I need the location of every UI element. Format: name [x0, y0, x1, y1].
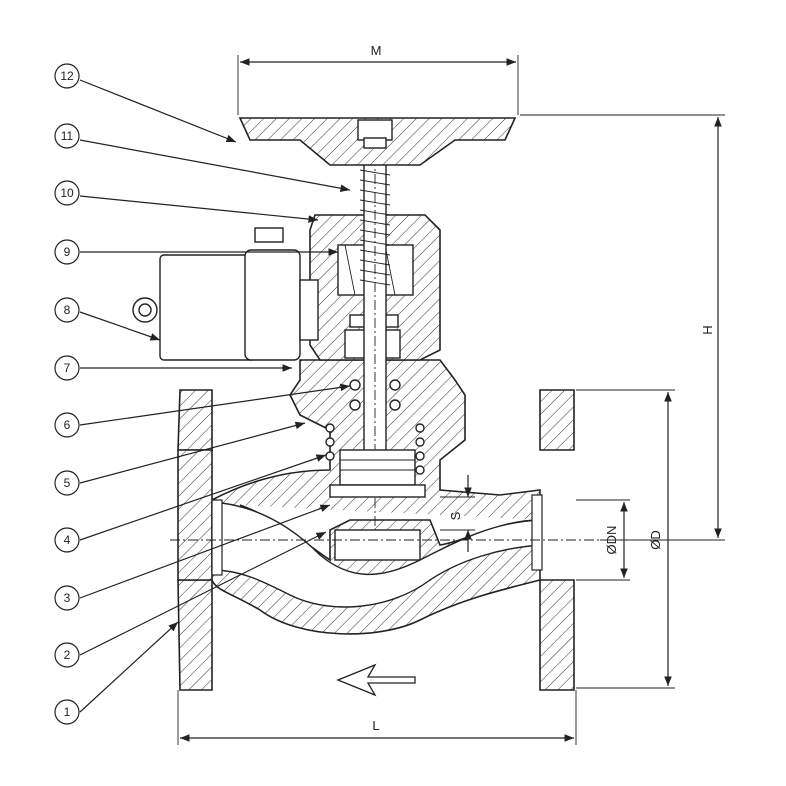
callout-2: 2 — [54, 642, 80, 668]
callout-7: 7 — [54, 355, 80, 381]
callout-11: 11 — [54, 123, 80, 149]
callout-3: 3 — [54, 585, 80, 611]
callout-4: 4 — [54, 527, 80, 553]
flow-arrow-icon — [336, 663, 416, 697]
callout-12-label: 12 — [60, 69, 74, 83]
callout-6-label: 6 — [64, 418, 71, 432]
callout-5-label: 5 — [64, 476, 71, 490]
callout-4-label: 4 — [64, 533, 71, 547]
callout-9-label: 9 — [64, 245, 71, 259]
dim-s-label: S — [448, 511, 463, 520]
callout-11-label: 11 — [61, 129, 74, 143]
callout-8-label: 8 — [64, 303, 71, 317]
callout-6: 6 — [54, 412, 80, 438]
callout-2-label: 2 — [64, 648, 71, 662]
callout-1: 1 — [54, 699, 80, 725]
callout-10-label: 10 — [60, 186, 74, 200]
callout-12: 12 — [54, 63, 80, 89]
gland-seals — [325, 379, 425, 475]
lock-actuator — [132, 227, 319, 361]
dim-l-label: L — [372, 718, 379, 733]
callout-7-label: 7 — [64, 361, 71, 375]
dim-m-label: M — [371, 43, 382, 58]
callouts: 12 11 10 9 8 7 6 5 4 3 2 1 — [54, 63, 351, 725]
dim-h-label: H — [700, 325, 715, 334]
callout-5: 5 — [54, 470, 80, 496]
disc-seat — [329, 449, 426, 561]
callout-10: 10 — [54, 180, 80, 206]
callout-3-label: 3 — [64, 591, 71, 605]
dim-dn-label: ØDN — [604, 526, 619, 555]
callout-1-label: 1 — [64, 705, 71, 719]
dim-d-label: ØD — [648, 530, 663, 550]
callout-8: 8 — [54, 297, 80, 323]
handwheel — [238, 117, 517, 166]
dimension-lines — [170, 55, 725, 745]
callout-9: 9 — [54, 239, 80, 265]
